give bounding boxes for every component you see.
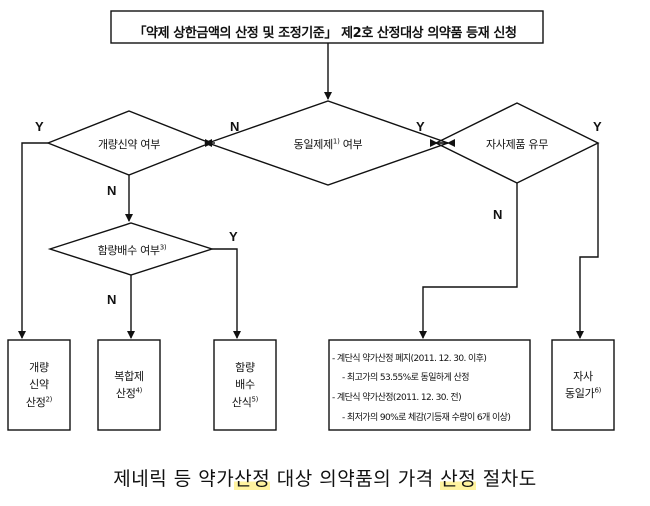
modified-drug-label: 개량신약 여부 [97,138,161,151]
same-product-label: 동일제제1) 여부 [293,137,363,151]
label-n-own: N [493,207,503,222]
dose-outcome-box [213,339,277,431]
dose-outcome-text: 함량 배수 산식5) [231,361,259,409]
arrow-own-yes [576,143,599,339]
label-y-same-right: Y [416,119,425,134]
combination-outcome-text: 복합제 산정4) [114,369,144,400]
generic-rule-1: - 계단식 약가산정 폐지(2011. 12. 30. 이후) [332,354,487,364]
label-n-same-left: N [230,119,240,134]
arrowhead-left [204,139,212,147]
dose-multiple-label: 함량배수 여부3) [97,243,167,257]
modified-outcome-box [7,339,71,431]
modified-outcome-text: 개량 신약 산정2) [25,361,53,409]
label-y-dose: Y [229,229,238,244]
label-y-top-right: Y [593,119,602,134]
arrow-own-no [419,183,518,339]
arrowhead-right [430,139,438,147]
generic-rules-box [328,339,531,431]
generic-rule-2: - 최고가의 53.55%로 동일하게 산정 [342,373,469,383]
combination-outcome-box [97,339,161,431]
application-box [110,10,544,44]
own-outcome-text: 자사 동일가6) [564,369,602,400]
generic-rule-3: - 계단식 약가산정(2011. 12. 30. 전) [332,393,462,403]
arrow-modified-yes [18,142,48,339]
connectors [18,43,599,339]
generic-rule-4: - 최저가의 90%로 체감(기등재 수량이 6개 이상) [342,413,511,423]
arrow-dose-yes [212,248,241,339]
own-outcome-box [551,339,615,431]
label-n-modified: N [107,183,117,198]
own-product-label: 자사제품 유무 [485,138,549,151]
application-title: 「약제 상한금액의 산정 및 조정기준」 제2호 산정대상 의약품 등재 신청 [133,26,517,41]
figure-caption: 제네릭 등 약가산정 대상 의약품의 가격 산정 절차도 [113,468,537,490]
label-y-top-left: Y [35,119,44,134]
label-n-dose: N [107,292,117,307]
